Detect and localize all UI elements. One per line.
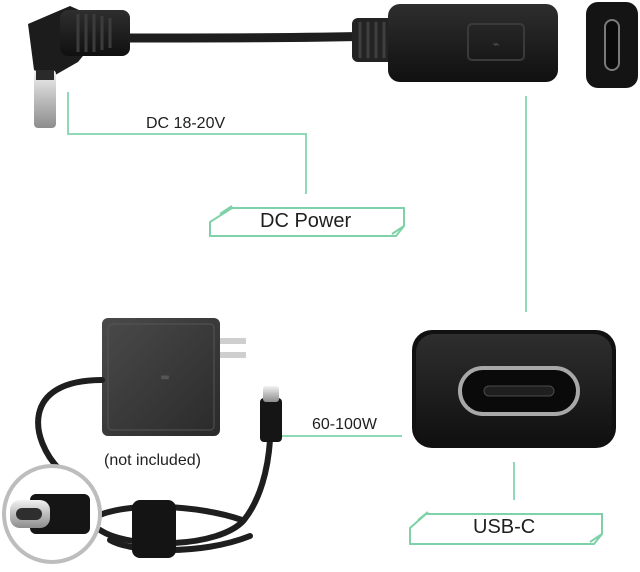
magnified-plug-circle [2,464,102,564]
dc-power-tag-frame [209,205,405,237]
usb-c-plug [260,386,282,442]
usb-c-end-view [586,2,638,88]
dc-barrel-connector [28,6,130,128]
usb-c-label: USB-C [473,516,536,538]
svg-text:⌁: ⌁ [492,37,499,51]
not-included-label: (not included) [104,452,201,469]
cable-tie [132,500,176,558]
dc-cable [127,31,381,43]
usb-c-tag-frame [409,511,603,545]
large-usb-c-port [412,330,616,448]
guide-lines [67,92,527,500]
svg-text:▬: ▬ [160,372,169,383]
usb-c-female-box: ⌁ [352,4,558,82]
dc-voltage-label: DC 18-20V [146,115,226,132]
dc-power-label: DC Power [260,210,352,232]
wall-adapter: ▬ [102,318,246,436]
wattage-label: 60-100W [312,416,377,433]
